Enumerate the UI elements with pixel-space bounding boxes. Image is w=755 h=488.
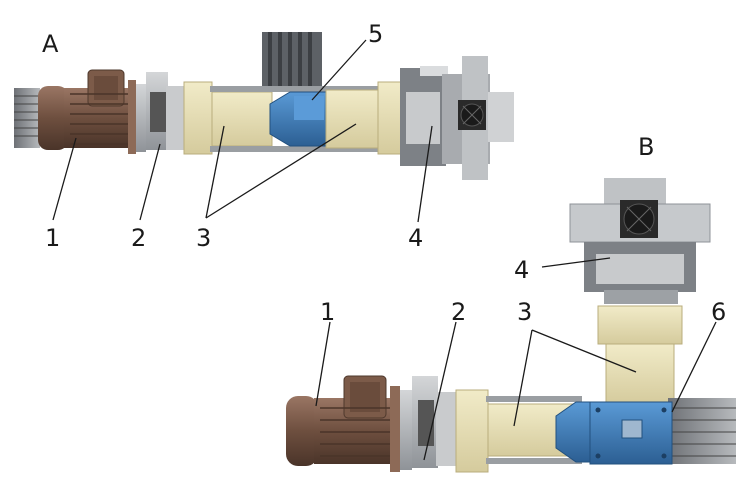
leader-a-5 xyxy=(311,39,367,101)
leader-b-6 xyxy=(671,321,717,413)
callout-b-1: 1 xyxy=(320,298,335,326)
leader-b-4 xyxy=(541,257,611,268)
coupling-a xyxy=(136,72,186,152)
gearbox-a xyxy=(269,91,329,147)
heatsink-a xyxy=(262,32,322,86)
housing-a-right xyxy=(325,81,407,155)
leader-b-3b xyxy=(531,329,637,373)
callout-a-1: 1 xyxy=(45,224,60,252)
callout-b-3: 3 xyxy=(517,298,532,326)
coupling-b xyxy=(400,376,458,470)
callout-b-6: 6 xyxy=(711,298,726,326)
frame-b-rails xyxy=(668,398,736,464)
end-module-a xyxy=(400,56,514,180)
motor-b xyxy=(286,375,400,472)
housing-b-vertical xyxy=(597,305,683,405)
callout-a-4: 4 xyxy=(408,224,423,252)
leader-a-1 xyxy=(52,137,77,221)
callout-b-4: 4 xyxy=(514,256,529,284)
callout-a-2: 2 xyxy=(131,224,146,252)
callout-a-5: 5 xyxy=(368,20,383,48)
gearbox-b xyxy=(555,401,673,465)
leader-b-3a xyxy=(513,329,533,427)
end-module-b xyxy=(569,178,711,304)
leader-b-2 xyxy=(423,321,457,461)
view-b-assembly xyxy=(286,178,736,473)
motor-a xyxy=(38,69,136,154)
view-b-label: B xyxy=(638,133,654,161)
callout-b-2: 2 xyxy=(451,298,466,326)
housing-b-horizontal xyxy=(455,389,582,473)
view-a-assembly xyxy=(14,32,514,180)
motor-a-cooling-fins xyxy=(14,88,40,148)
leader-a-4 xyxy=(417,125,433,223)
view-a-label: A xyxy=(42,30,59,58)
leader-a-3b xyxy=(205,123,357,219)
leader-b-1 xyxy=(315,321,331,407)
leader-lines xyxy=(52,39,717,461)
leader-a-2 xyxy=(139,143,161,221)
labels: A B 1 2 3 4 5 1 2 3 4 6 xyxy=(42,20,726,326)
callout-a-3: 3 xyxy=(196,224,211,252)
leader-a-3a xyxy=(205,125,225,219)
